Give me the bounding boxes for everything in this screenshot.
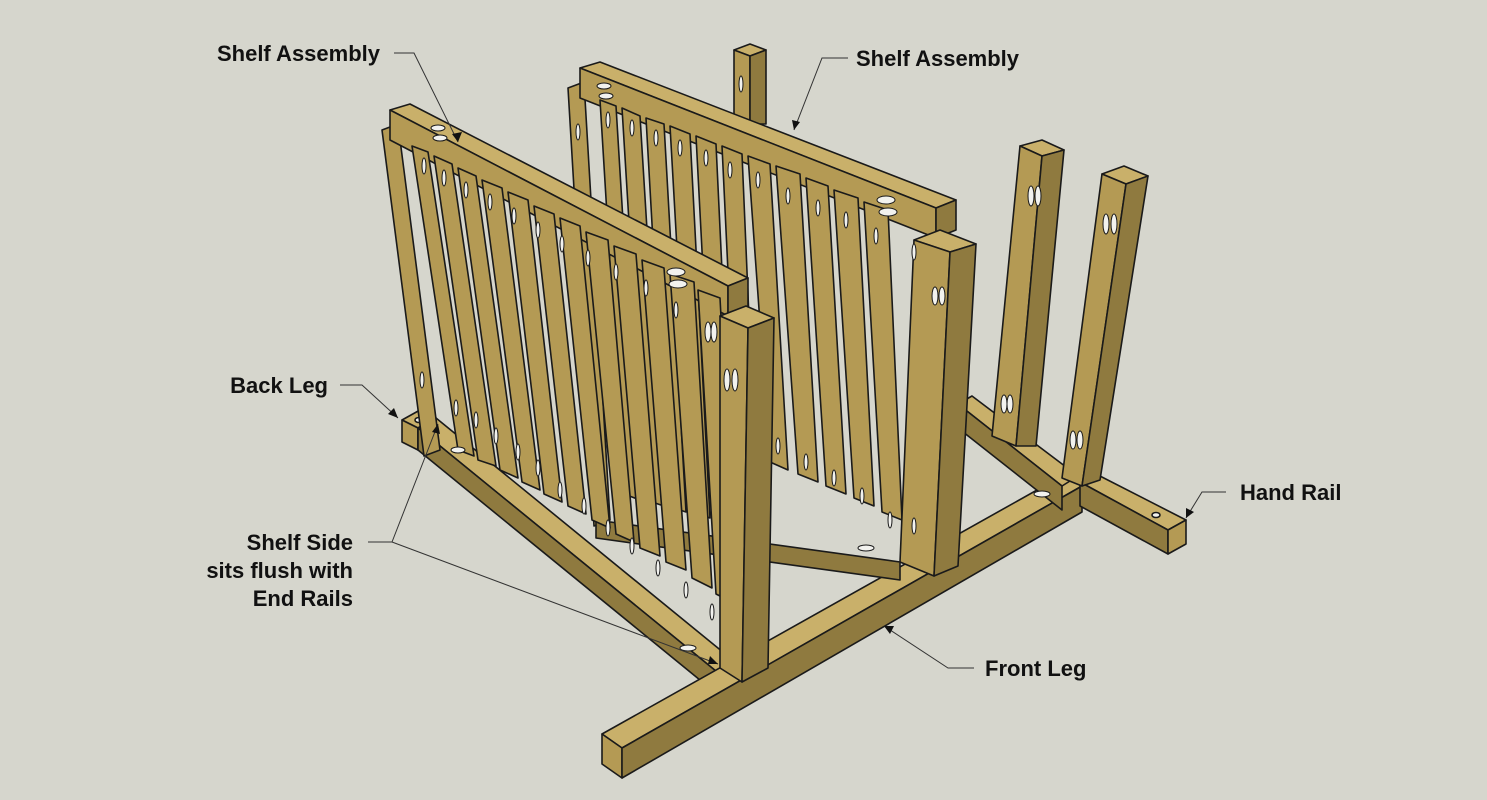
label-shelf-side-line2: sits flush with (206, 558, 353, 583)
label-front-leg: Front Leg (985, 656, 1086, 681)
label-shelf-side-line1: Shelf Side (247, 530, 353, 555)
leader-arrowheads (388, 120, 1194, 664)
right-post-front (1061, 165, 1149, 487)
label-back-leg: Back Leg (230, 373, 328, 398)
label-shelf-assembly-left: Shelf Assembly (217, 41, 381, 66)
labels: Shelf Assembly Shelf Assembly Back Leg S… (206, 41, 1341, 681)
pocket-holes (419, 75, 1118, 652)
hand-rail (1079, 473, 1187, 555)
right-post-middle (991, 139, 1065, 447)
leader-lines (340, 52, 1226, 669)
label-shelf-assembly-right: Shelf Assembly (856, 46, 1020, 71)
label-shelf-side-line3: End Rails (253, 586, 353, 611)
shelf-assembly-left (381, 103, 775, 683)
label-hand-rail: Hand Rail (1240, 480, 1341, 505)
